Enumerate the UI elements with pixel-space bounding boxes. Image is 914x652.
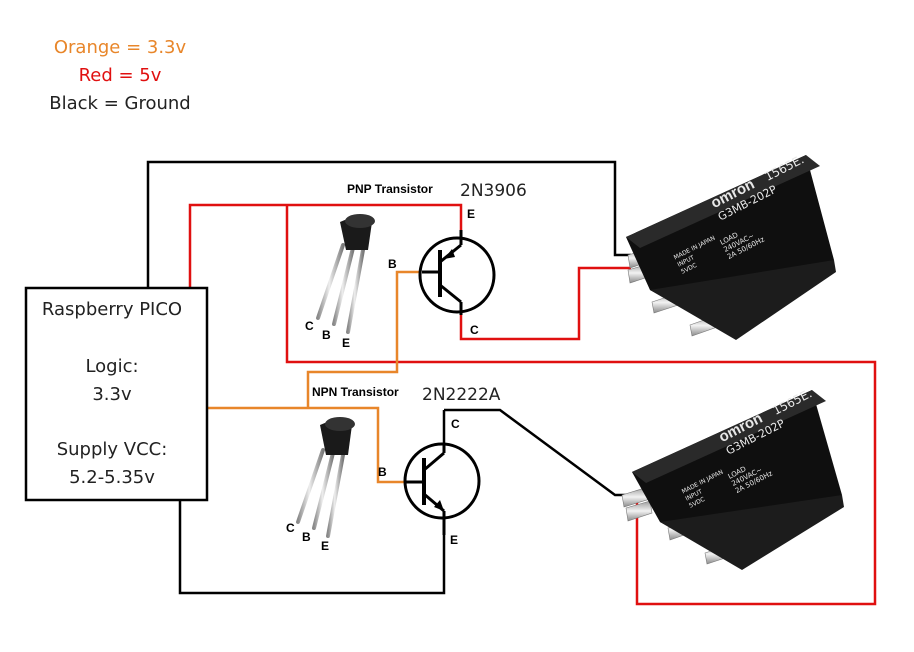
pnp-caption: PNP Transistor [347, 182, 433, 196]
npn-pin-c-label: C [451, 417, 460, 431]
ground-wire-bottom [178, 500, 446, 595]
ground-wires [146, 160, 631, 595]
npn-package-image [296, 417, 355, 538]
pnp-collector-wire [459, 266, 631, 341]
3v3-wires [207, 270, 422, 484]
3v3-wire-npn-base [207, 406, 405, 484]
npn-package-b: B [302, 530, 311, 544]
npn-arrow-icon [434, 500, 444, 511]
legend-red: Red = 5v [78, 65, 162, 86]
ground-wire-top [146, 160, 631, 290]
3v3-wire-pnp-base [306, 270, 422, 408]
pnp-package-c: C [305, 319, 314, 333]
npn-package-c: C [286, 521, 295, 535]
pnp-pin-e-label: E [467, 207, 475, 221]
legend-orange: Orange = 3.3v [53, 37, 187, 58]
npn-collector-wire [461, 408, 631, 497]
pnp-package-image [316, 214, 375, 334]
pico-logic-label: Logic: [85, 356, 138, 377]
npn-pin-b-label: B [378, 465, 387, 479]
pico-box [24, 286, 209, 502]
legend-black: Black = Ground [49, 93, 191, 114]
pico-logic-value: 3.3v [92, 384, 132, 405]
pnp-pin-c-label: C [470, 323, 479, 337]
npn-caption: NPN Transistor [312, 385, 399, 399]
relay-bottom-image: omron 1565E. G3MB-202P MADE IN JAPAN INP… [621, 386, 844, 570]
pnp-package-e: E [342, 336, 350, 350]
pico-title: Raspberry PICO [42, 299, 182, 320]
5v-wire-pnp-emitter [188, 203, 463, 290]
npn-part-number: 2N2222A [422, 385, 501, 405]
pico-supply-value: 5.2-5.35v [69, 467, 155, 488]
5v-wire-relay2 [285, 205, 877, 606]
pnp-part-number: 2N3906 [460, 181, 527, 201]
npn-symbol [403, 408, 481, 535]
pico-supply-label: Supply VCC: [57, 439, 168, 460]
npn-pin-e-label: E [450, 533, 458, 547]
pnp-package-b: B [322, 328, 331, 342]
5v-wires [188, 203, 877, 606]
pnp-arrow-icon [444, 249, 455, 259]
relay-top-image: omron 1565E. G3MB-202P MADE IN JAPAN INP… [626, 152, 836, 340]
npn-package-e: E [321, 539, 329, 553]
pnp-pin-b-label: B [388, 257, 397, 271]
pnp-symbol [418, 230, 496, 315]
